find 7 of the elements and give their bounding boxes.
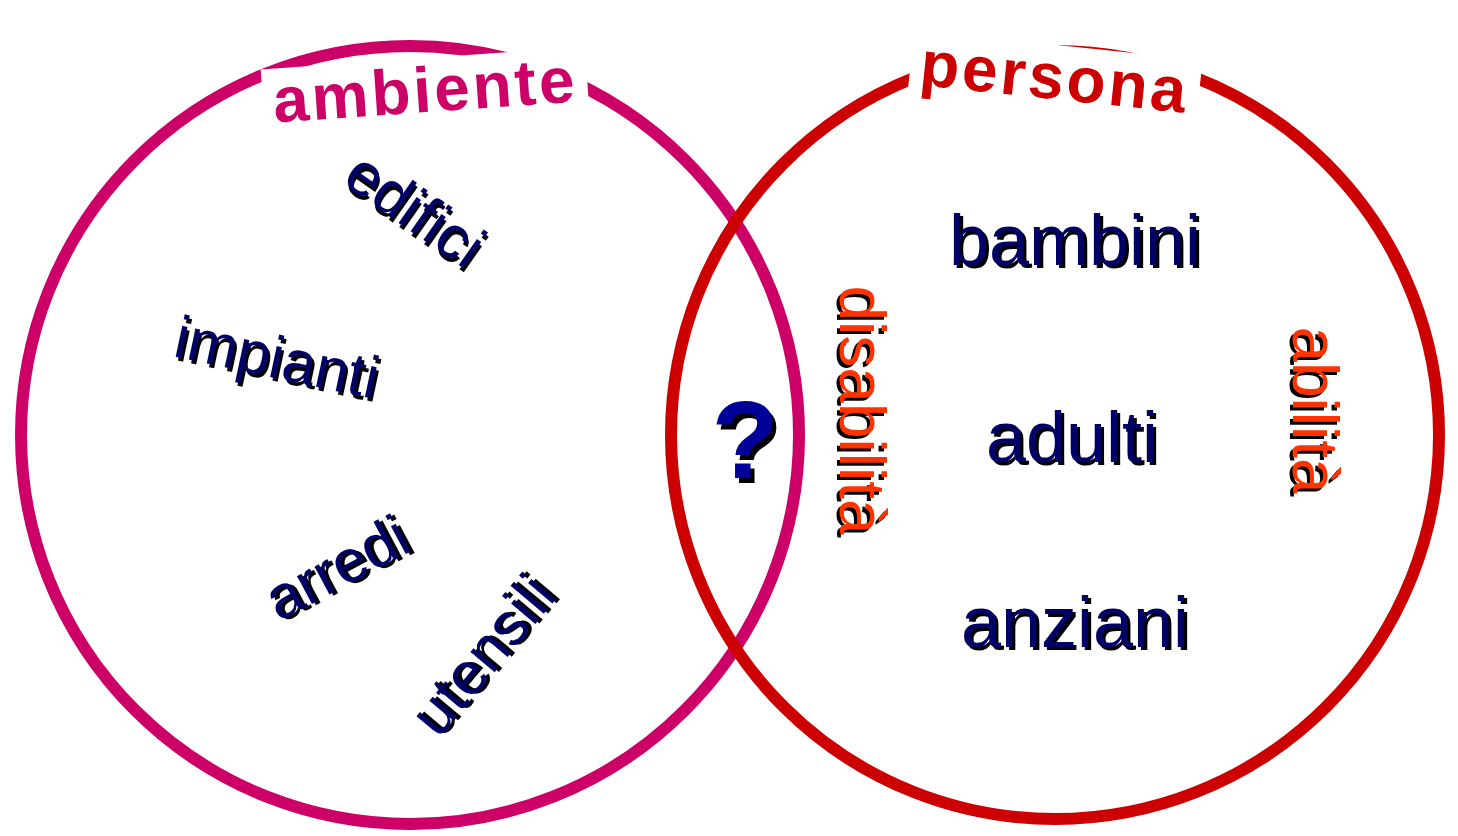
set-item: disabilità (830, 285, 894, 535)
set-item: impianti (169, 307, 385, 409)
set-item: bambini (948, 204, 1202, 276)
set-item: adulti (985, 401, 1159, 473)
question-mark: ? (711, 385, 779, 495)
set-item: abilità (1283, 326, 1347, 494)
set-item: anziani (960, 586, 1190, 658)
